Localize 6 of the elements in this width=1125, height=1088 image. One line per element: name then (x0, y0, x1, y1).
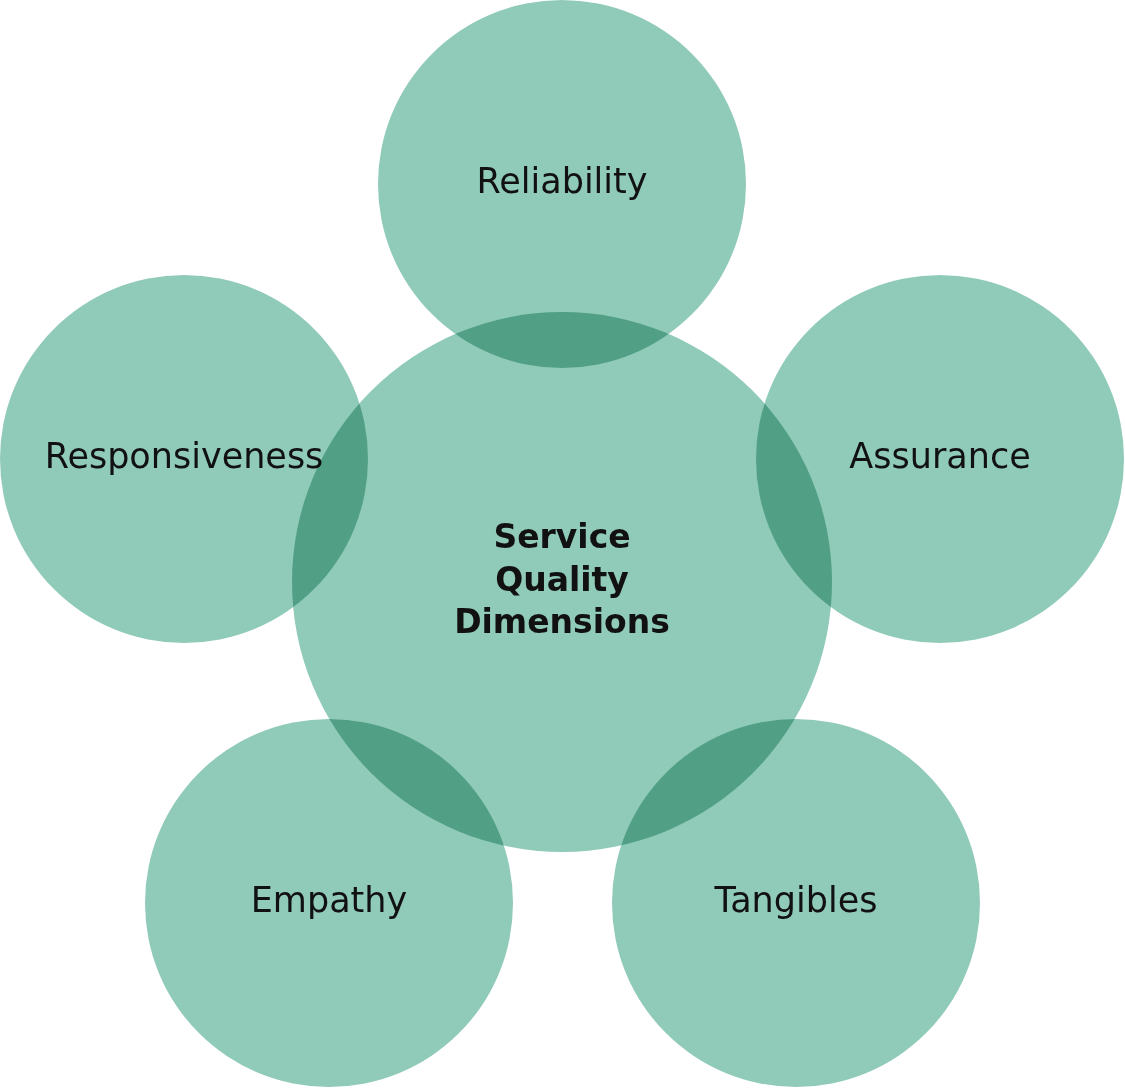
dimension-label: Empathy (250, 879, 408, 923)
dimension-label: Reliability (476, 160, 648, 204)
dimension-label: Responsiveness (44, 435, 324, 479)
dimension-label: Tangibles (714, 879, 878, 923)
dimension-label: Assurance (849, 435, 1031, 479)
hub-label: Service Quality Dimensions (453, 515, 671, 644)
